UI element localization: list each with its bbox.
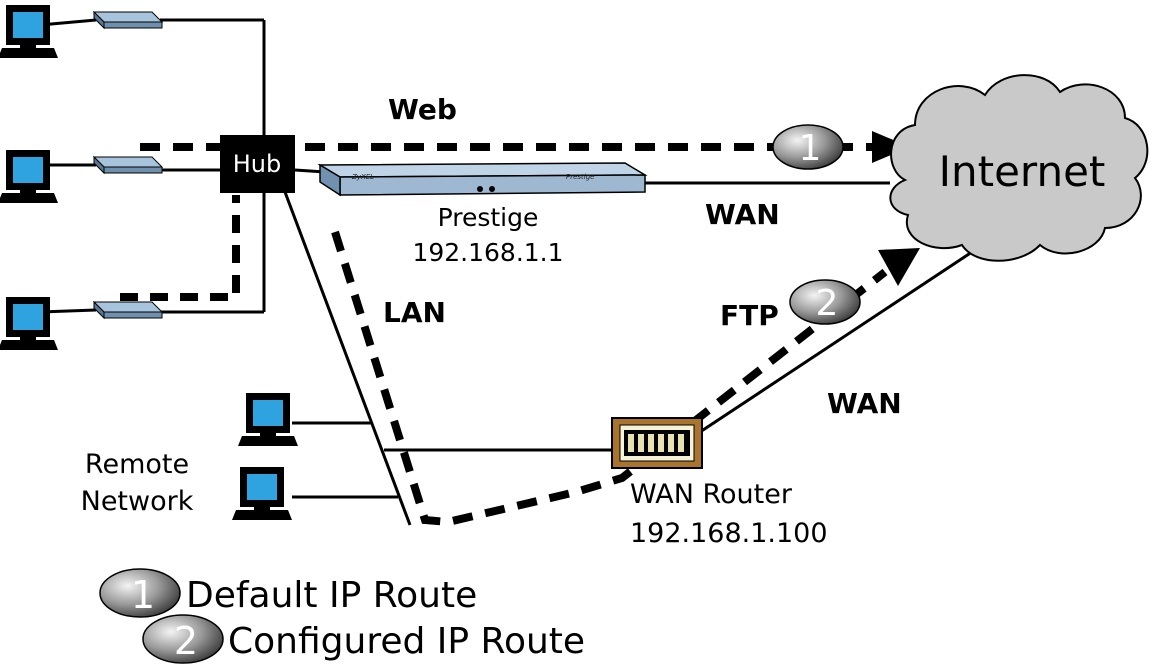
router-wan-line	[699, 248, 976, 434]
prestige-name-label: Prestige	[438, 203, 539, 232]
lan-label: LAN	[383, 296, 446, 329]
internet-cloud	[889, 74, 1149, 262]
hub-dashed-path	[120, 195, 240, 301]
computer-icon	[0, 297, 58, 350]
legend-item-2-text: Configured IP Route	[228, 621, 585, 662]
wan-router-icon	[611, 417, 703, 469]
ftp-route-arrowhead	[878, 248, 920, 286]
ftp-label: FTP	[720, 299, 779, 332]
computer-icon	[232, 467, 292, 520]
router-name-label: WAN Router	[630, 479, 793, 510]
modem-icon	[93, 11, 163, 29]
prestige-ip-label: 192.168.1.1	[412, 238, 563, 267]
ftp-route-dashed	[331, 230, 888, 527]
hub-box	[220, 135, 295, 193]
remote-network-label-line1: Remote	[85, 449, 189, 480]
modem-icon	[93, 156, 163, 174]
svg-text:1: 1	[799, 128, 822, 169]
computer-icon	[0, 5, 58, 58]
legend-badge-1	[99, 568, 181, 618]
lan-line	[283, 191, 412, 526]
route-1-badge: 1	[772, 124, 844, 170]
legend-badge-2	[142, 614, 224, 664]
route-2-badge: 2	[789, 279, 861, 325]
svg-text:2: 2	[816, 283, 839, 324]
computer-icon	[0, 150, 58, 203]
prestige-router-icon	[317, 162, 648, 197]
wan-label-top: WAN	[705, 198, 780, 231]
router-ip-label: 192.168.1.100	[630, 518, 828, 549]
legend-badge-1-number: 1	[131, 573, 155, 617]
hub-label: Hub	[233, 150, 282, 178]
legend: 1 Default IP Route 2 Configured IP Route	[99, 568, 585, 664]
wan-label-bottom: WAN	[827, 387, 902, 420]
modem-icon	[93, 301, 163, 319]
legend-item-1-text: Default IP Route	[186, 575, 477, 616]
remote-network-label-line2: Network	[81, 486, 194, 517]
internet-label: Internet	[939, 147, 1106, 196]
legend-item-2: 2 Configured IP Route	[142, 614, 585, 664]
computer-icon	[238, 393, 298, 446]
prestige-front-brand: ZyXEL	[351, 173, 374, 181]
legend-badge-2-number: 2	[174, 619, 198, 663]
legend-item-1: 1 Default IP Route	[99, 568, 477, 618]
prestige-front-model: Prestige	[566, 173, 595, 181]
web-label: Web	[388, 93, 457, 126]
